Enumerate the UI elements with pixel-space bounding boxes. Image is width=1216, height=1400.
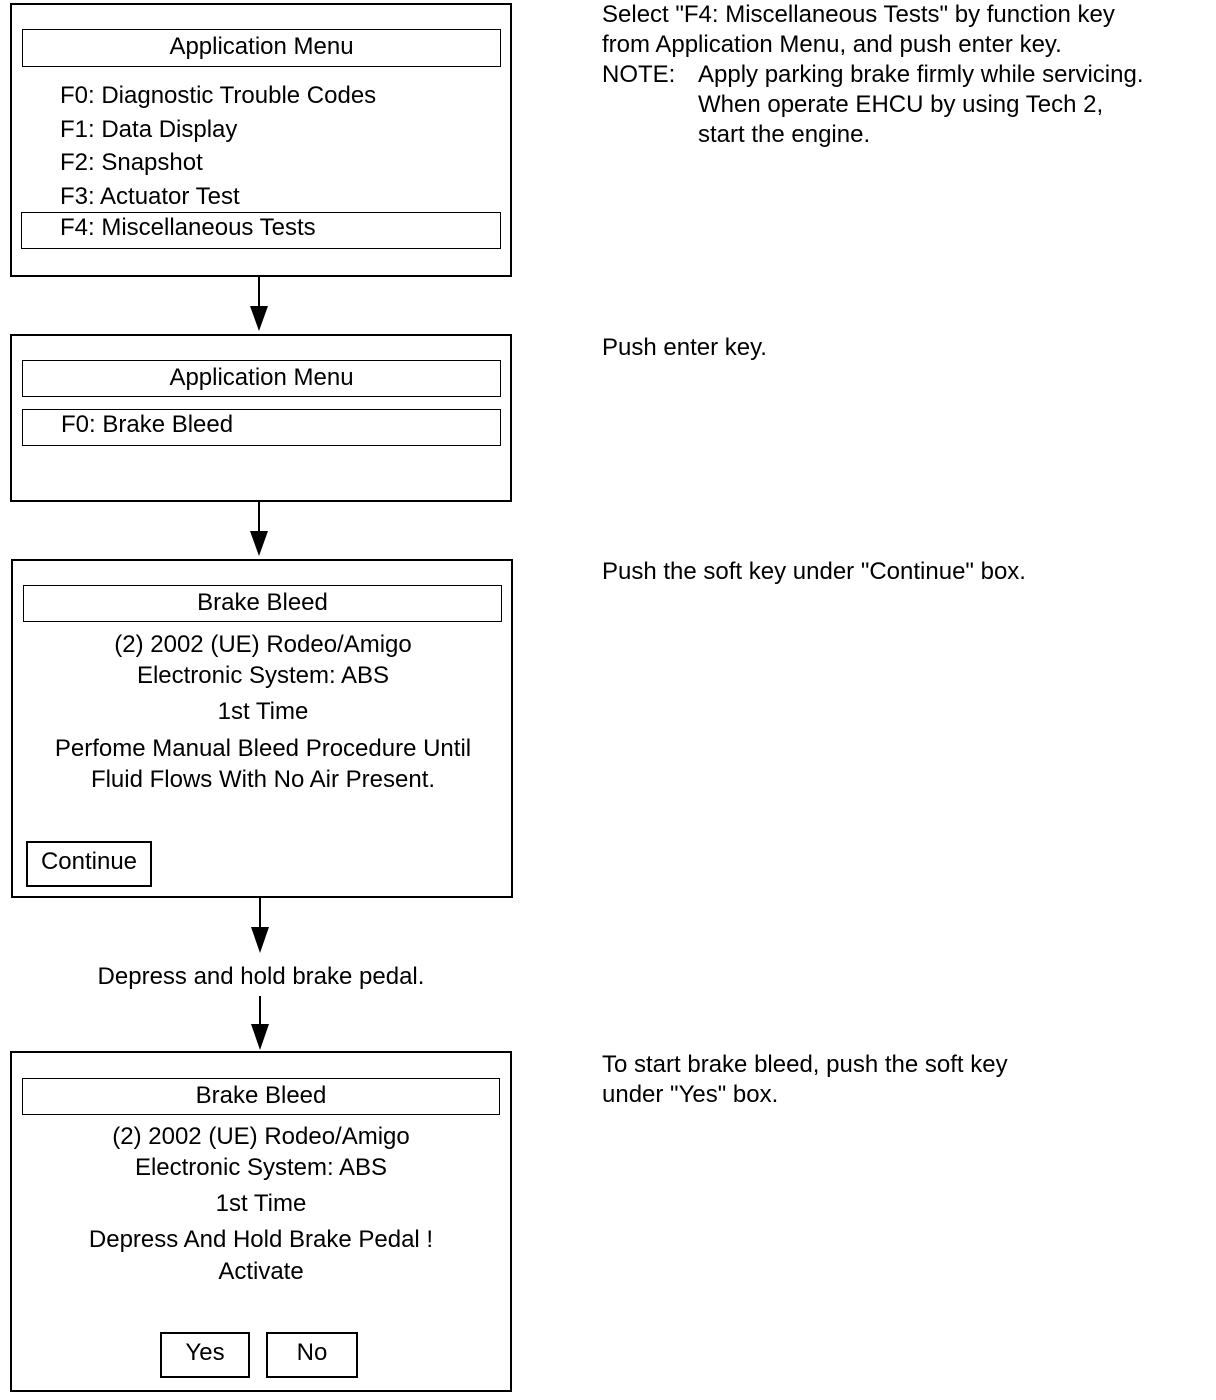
electronic-system: Electronic System: ABS [134, 1154, 388, 1181]
screen-brake-bleed-2: Brake Bleed (2) 2002 (UE) Rodeo/Amigo El… [10, 1051, 512, 1392]
arrow-2-icon [250, 502, 268, 556]
menu-item-snapshot[interactable]: F2: Snapshot [60, 149, 203, 176]
step4-text-line1: To start brake bleed, push the soft key [602, 1051, 1008, 1078]
menu-item-miscellaneous-tests-selected[interactable]: F4: Miscellaneous Tests [21, 212, 501, 249]
menu-item-diagnostic-trouble-codes[interactable]: F0: Diagnostic Trouble Codes [60, 82, 377, 109]
bleed-time: 1st Time [217, 698, 309, 725]
screen-brake-bleed-1: Brake Bleed (2) 2002 (UE) Rodeo/Amigo El… [11, 559, 513, 898]
continue-button[interactable]: Continue [26, 841, 152, 887]
screen-title: Brake Bleed [22, 1078, 500, 1115]
screen-application-menu-1: Application Menu F0: Diagnostic Trouble … [10, 3, 512, 277]
electronic-system: Electronic System: ABS [136, 662, 390, 689]
message-line-2: Fluid Flows With No Air Present. [90, 766, 436, 793]
step3-text: Push the soft key under "Continue" box. [602, 558, 1026, 585]
note-label: NOTE: [602, 61, 676, 88]
screen-title: Application Menu [22, 360, 501, 397]
arrow-4-icon [251, 996, 269, 1050]
menu-item-actuator-test[interactable]: F3: Actuator Test [60, 183, 240, 210]
yes-button[interactable]: Yes [160, 1332, 250, 1378]
bleed-time: 1st Time [215, 1190, 307, 1217]
step2-text: Push enter key. [602, 334, 767, 361]
vehicle-info: (2) 2002 (UE) Rodeo/Amigo [112, 1123, 410, 1150]
arrow-1-icon [250, 277, 268, 331]
message-line-1: Perfome Manual Bleed Procedure Until [54, 735, 472, 762]
screen-application-menu-2: Application Menu F0: Brake Bleed [10, 334, 512, 502]
step4-text-line2: under "Yes" box. [602, 1081, 779, 1108]
menu-item-brake-bleed-selected[interactable]: F0: Brake Bleed [22, 409, 501, 446]
message-line-2: Activate [218, 1258, 304, 1285]
screen-title: Application Menu [22, 29, 501, 67]
note-line1: Apply parking brake firmly while servici… [698, 61, 1144, 88]
note-line2: When operate EHCU by using Tech 2, [698, 91, 1104, 118]
no-button[interactable]: No [266, 1332, 358, 1378]
screen-title: Brake Bleed [23, 585, 502, 622]
step1-text-line2: from Application Menu, and push enter ke… [602, 31, 1062, 58]
step-depress-brake-pedal: Depress and hold brake pedal. [97, 963, 425, 990]
arrow-3-icon [251, 898, 269, 953]
message-line-1: Depress And Hold Brake Pedal ! [88, 1226, 434, 1253]
note-line3: start the engine. [698, 121, 871, 148]
vehicle-info: (2) 2002 (UE) Rodeo/Amigo [114, 631, 412, 658]
step1-text-line1: Select "F4: Miscellaneous Tests" by func… [602, 1, 1115, 28]
menu-item-data-display[interactable]: F1: Data Display [60, 116, 238, 143]
